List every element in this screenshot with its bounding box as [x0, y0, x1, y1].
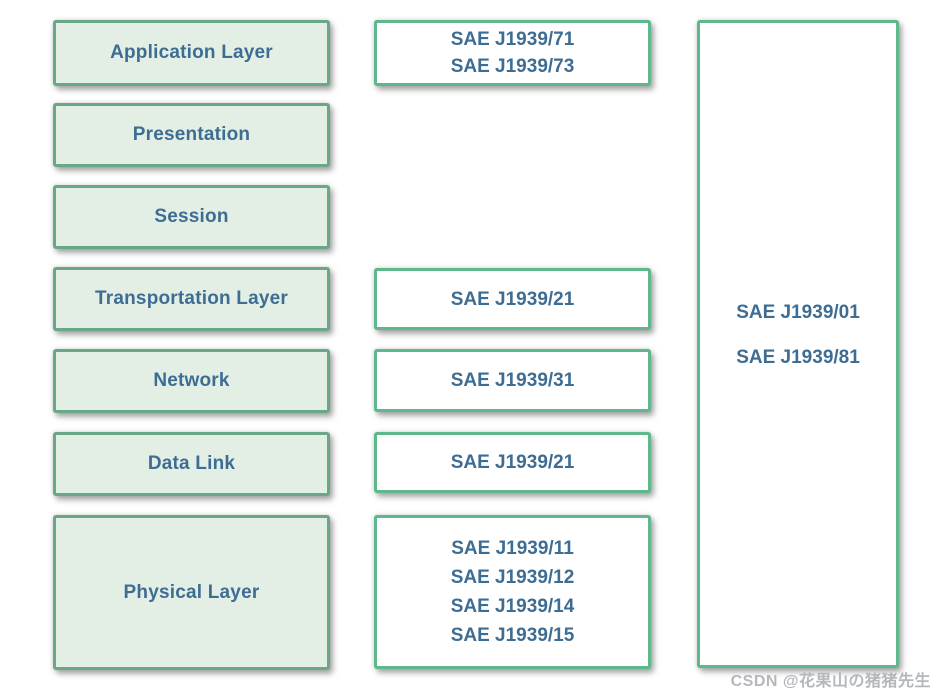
standard-label: SAE J1939/71 — [450, 29, 575, 50]
layer-box-transportation-layer: Transportation Layer — [53, 267, 330, 331]
layer-label: Presentation — [132, 124, 251, 145]
standard-label: SAE J1939/31 — [450, 370, 575, 391]
layer-label: Physical Layer — [123, 581, 260, 603]
standard-label: SAE J1939/12 — [450, 567, 575, 588]
layer-box-physical-layer: Physical Layer — [53, 515, 330, 670]
layer-box-session: Session — [53, 185, 330, 249]
standard-label: SAE J1939/21 — [450, 452, 575, 473]
layer-label: Session — [154, 206, 229, 227]
standard-label: SAE J1939/15 — [450, 625, 575, 646]
standard-box-physical: SAE J1939/11 SAE J1939/12 SAE J1939/14 S… — [374, 515, 651, 669]
standard-label: SAE J1939/21 — [450, 288, 575, 310]
layer-box-application-layer: Application Layer — [53, 20, 330, 86]
standard-label: SAE J1939/81 — [736, 347, 860, 368]
layer-box-network: Network — [53, 349, 330, 413]
layer-label: Application Layer — [110, 42, 273, 63]
layer-label: Network — [153, 370, 230, 391]
standard-box-application: SAE J1939/71 SAE J1939/73 — [374, 20, 651, 86]
standard-box-network: SAE J1939/31 — [374, 349, 651, 412]
csdn-watermark: CSDN @花果山の猪猪先生 — [730, 673, 931, 690]
layer-label: Transportation Layer — [95, 288, 288, 309]
layer-box-data-link: Data Link — [53, 432, 330, 496]
standard-label: SAE J1939/11 — [451, 538, 574, 559]
standard-box-transportation: SAE J1939/21 — [374, 268, 651, 330]
standard-label: SAE J1939/01 — [736, 302, 860, 323]
layer-label: Data Link — [147, 453, 236, 474]
standard-box-data-link: SAE J1939/21 — [374, 432, 651, 493]
side-standards-box: SAE J1939/01 SAE J1939/81 — [697, 20, 899, 668]
layer-box-presentation: Presentation — [53, 103, 330, 167]
standard-label: SAE J1939/73 — [450, 56, 575, 77]
standard-label: SAE J1939/14 — [450, 596, 575, 617]
